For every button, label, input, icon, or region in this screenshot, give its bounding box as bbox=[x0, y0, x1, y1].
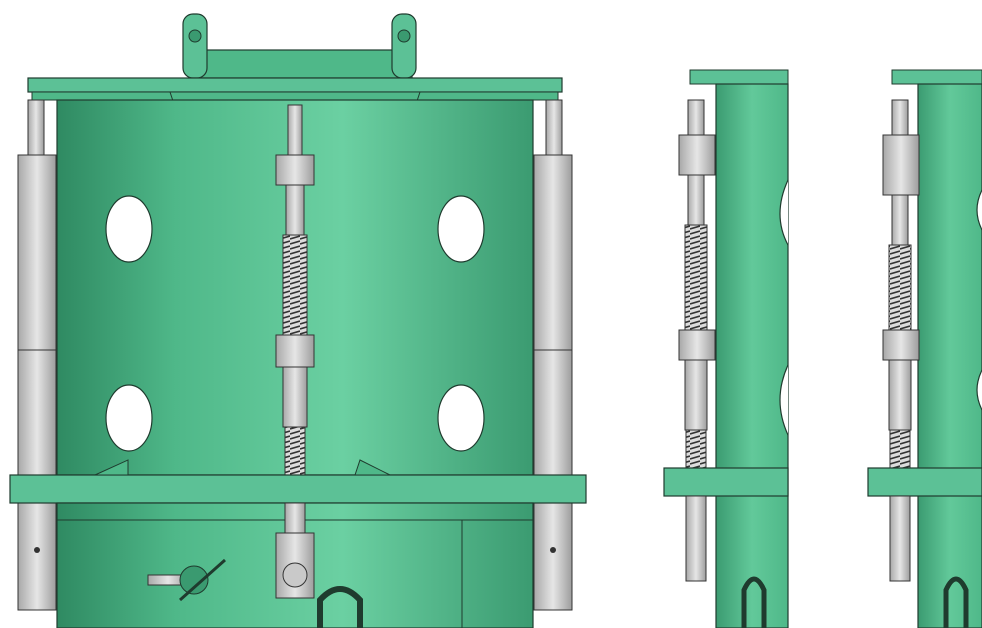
side-view-a bbox=[663, 69, 789, 628]
hydraulic-leg-icon bbox=[533, 99, 573, 611]
cylinder-hole-icon bbox=[105, 384, 153, 452]
lifting-lug-icon bbox=[317, 586, 363, 628]
cylinder-hole-icon bbox=[437, 195, 485, 263]
valve-icon bbox=[147, 558, 226, 602]
side-view-b bbox=[867, 69, 982, 628]
cylinder-hole-icon bbox=[105, 195, 153, 263]
front-view bbox=[9, 13, 587, 628]
spring-rod-icon bbox=[275, 104, 315, 478]
lower-flange bbox=[9, 474, 587, 504]
top-yoke bbox=[182, 13, 417, 79]
hydraulic-leg-icon bbox=[17, 99, 57, 611]
cylinder-holes bbox=[105, 195, 485, 452]
spring-rod-icon bbox=[678, 99, 716, 471]
cylinder-hole-icon bbox=[437, 384, 485, 452]
spring-rod-icon bbox=[882, 99, 920, 471]
